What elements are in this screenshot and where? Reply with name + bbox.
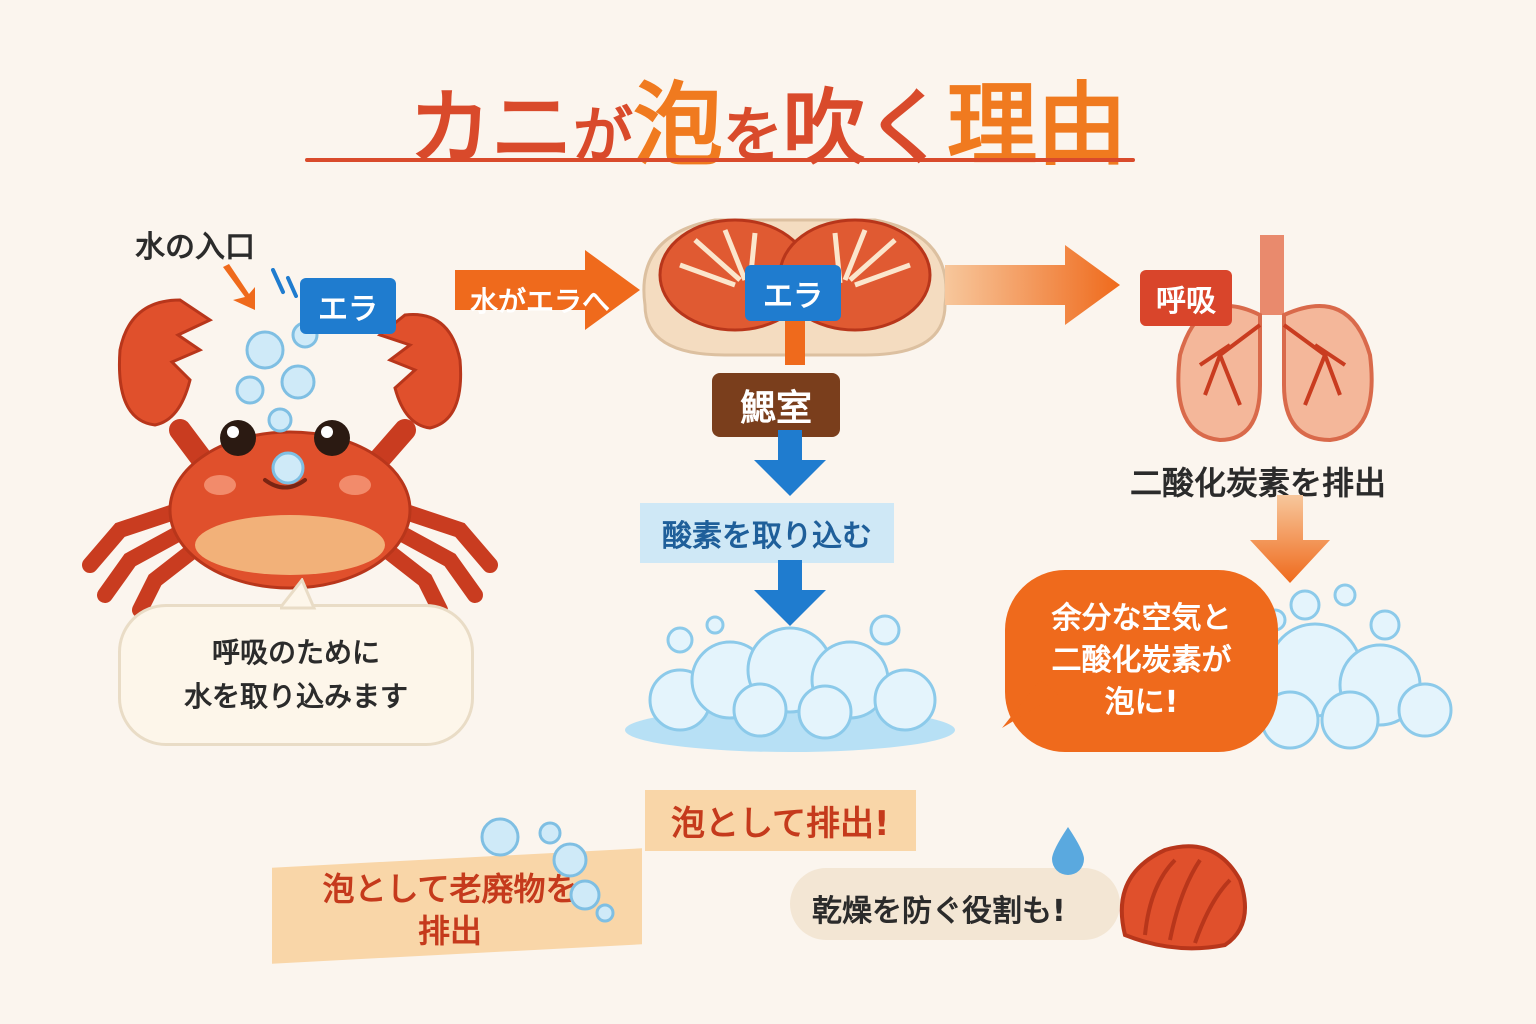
title-part: 理由 — [947, 73, 1128, 178]
speech-line: 呼吸のために — [211, 636, 380, 669]
gill-tag-center: エラ — [745, 265, 841, 321]
orange-speech-bubble: 余分な空気と 二酸化炭素が 泡に! — [1005, 570, 1278, 752]
waste-line: 泡として老廃物を — [322, 870, 578, 908]
lungs-icon — [1176, 235, 1374, 443]
oxygen-band: 酸素を取り込む — [640, 503, 894, 563]
waste-line: 排出 — [417, 912, 482, 950]
dry-prevent-bg — [790, 868, 1120, 940]
gill-tag-crab: エラ — [300, 278, 396, 334]
dry-prevent-label: 乾燥を防ぐ役割も! — [812, 894, 1066, 929]
down-arrow-icon — [754, 560, 826, 626]
speech-pointer — [1002, 680, 1058, 728]
title-part: 吹く — [783, 81, 948, 176]
respiration-arrow — [945, 245, 1120, 325]
shell-icon — [1119, 844, 1247, 951]
bubbles-icon — [625, 614, 955, 752]
gill-chamber-tag: 鰓室 — [712, 373, 841, 437]
water-drop-icon — [1052, 827, 1084, 875]
speech-pointer — [280, 578, 317, 610]
title-part: 泡 — [633, 73, 723, 178]
speech-line: 余分な空気と — [1051, 601, 1232, 636]
speech-line: 二酸化炭素が — [1051, 643, 1232, 678]
orange-arrow-icon — [223, 264, 255, 310]
co2-down-arrow — [1250, 495, 1330, 583]
speech-line: 水を取り込みます — [183, 680, 408, 713]
title-part: カニ — [408, 81, 573, 176]
waste-label: 泡として老廃物を 排出 — [300, 868, 600, 952]
crab-speech-bubble: 呼吸のために 水を取り込みます — [118, 604, 474, 746]
spark-icon — [271, 268, 298, 298]
co2-label: 二酸化炭素を排出 — [1130, 464, 1387, 502]
crab-icon — [82, 298, 498, 618]
bubble-discharge-band: 泡として排出! — [645, 790, 916, 851]
down-arrow-icon — [754, 430, 826, 496]
bubbles-icon — [480, 817, 615, 923]
title-underline — [305, 158, 1135, 162]
water-to-gill-label: 水がエラへ — [470, 285, 611, 318]
water-to-gill-arrow — [455, 250, 640, 330]
water-inlet-label: 水の入口 — [135, 230, 255, 265]
respiration-tag: 呼吸 — [1140, 270, 1232, 326]
speech-line: 泡に! — [1104, 685, 1179, 720]
page-title: カニが泡を吹く理由 — [0, 52, 1536, 182]
